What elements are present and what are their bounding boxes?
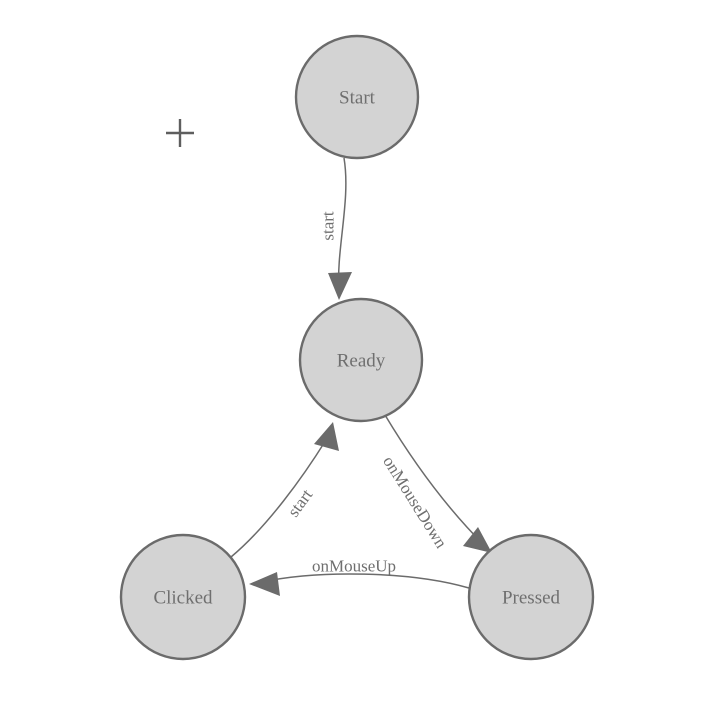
arrowhead-clicked-to-ready: [314, 422, 339, 451]
node-start-circle[interactable]: [294, 34, 420, 160]
edge-label-pressed-to-clicked: onMouseUp: [312, 557, 396, 576]
arrowhead-ready-to-pressed: [463, 527, 492, 553]
node-pressed-circle[interactable]: [467, 533, 595, 661]
edge-clicked-to-ready[interactable]: start: [230, 422, 339, 558]
edge-path-start-to-ready: [337, 157, 347, 291]
node-clicked-label: Clicked: [153, 588, 213, 609]
edge-label-start-to-ready: start: [319, 211, 338, 241]
arrowhead-start-to-ready: [328, 272, 352, 300]
edge-path-pressed-to-clicked: [261, 573, 470, 589]
node-clicked-circle[interactable]: [119, 533, 247, 661]
node-start-label: Start: [339, 88, 376, 109]
edge-pressed-to-clicked[interactable]: onMouseUp: [249, 557, 470, 597]
edge-ready-to-pressed[interactable]: onMouseDown: [379, 414, 492, 553]
node-pressed-label: Pressed: [502, 588, 561, 609]
edge-label-ready-to-pressed: onMouseDown: [379, 453, 451, 552]
crosshair-icon: [166, 119, 194, 147]
node-ready-circle[interactable]: [298, 297, 424, 423]
node-clicked[interactable]: Clicked: [119, 533, 247, 661]
node-ready[interactable]: Ready: [298, 297, 424, 423]
node-ready-label: Ready: [337, 351, 386, 372]
edge-start-to-ready[interactable]: start: [319, 157, 353, 300]
node-start[interactable]: Start: [294, 34, 420, 160]
edge-path-clicked-to-ready: [230, 439, 327, 558]
node-pressed[interactable]: Pressed: [467, 533, 595, 661]
arrowhead-pressed-to-clicked: [249, 572, 280, 596]
edge-label-clicked-to-ready: start: [284, 485, 317, 520]
